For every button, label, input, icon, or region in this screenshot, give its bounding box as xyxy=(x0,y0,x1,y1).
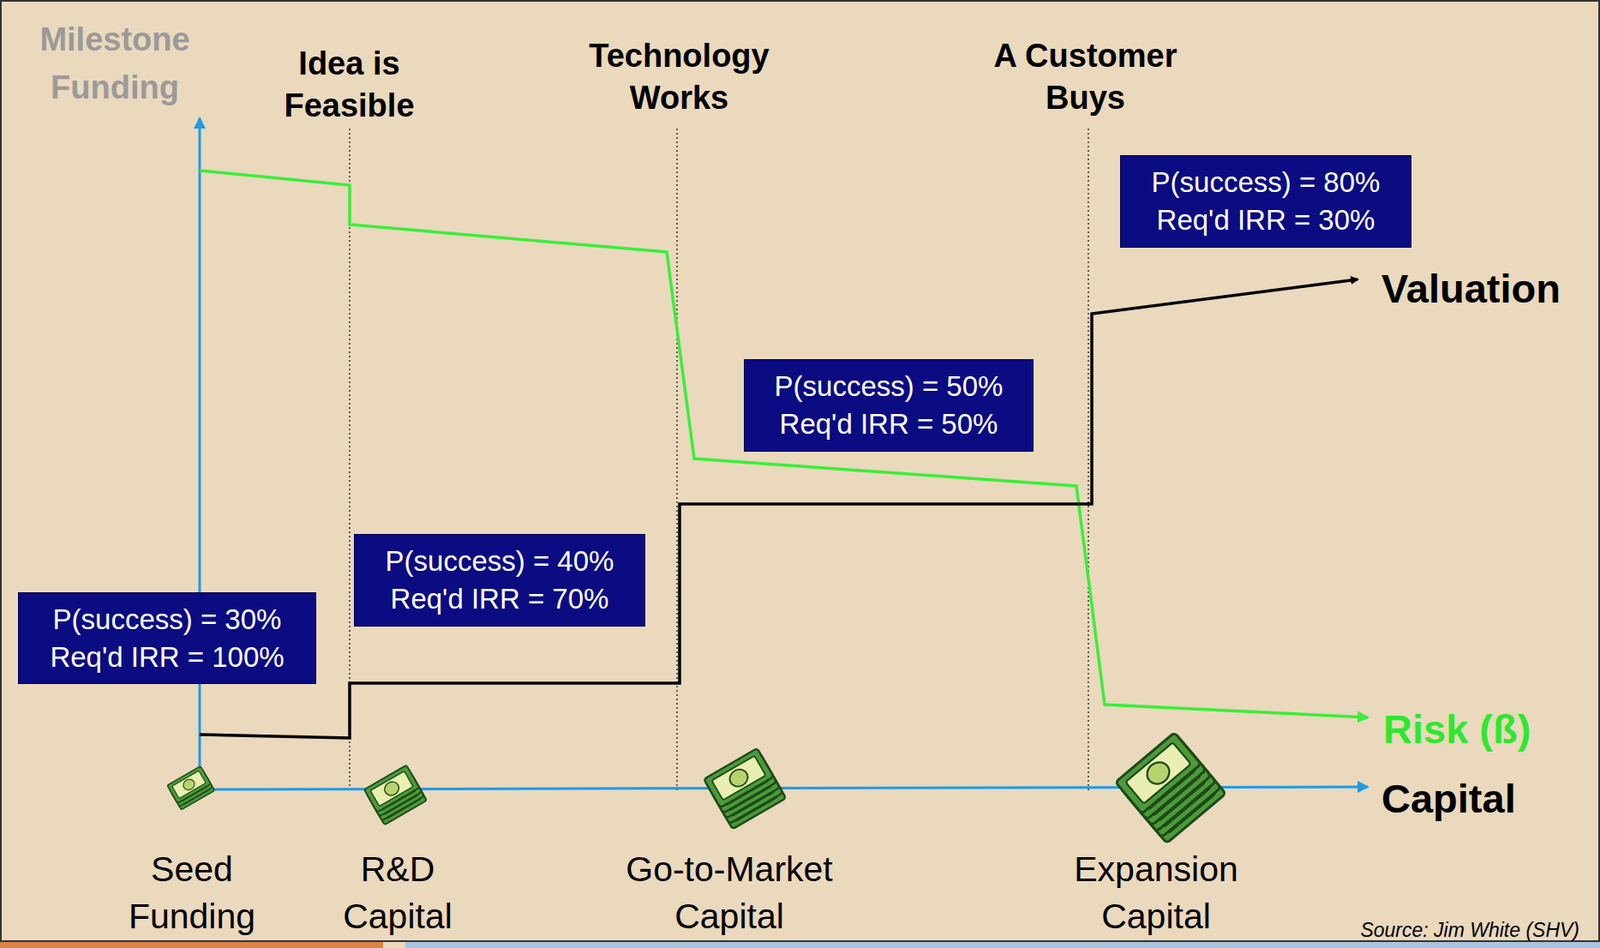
money-icon xyxy=(703,748,786,829)
risk-line xyxy=(199,170,1368,718)
irr-text: Req'd IRR = 50% xyxy=(760,405,1018,444)
valuation-line xyxy=(199,279,1358,738)
money-icon xyxy=(1115,732,1227,844)
stage-label: R&D Capital xyxy=(316,845,480,941)
footer-strip xyxy=(405,941,1600,948)
milestone-box: P(success) = 80%Req'd IRR = 30% xyxy=(1120,155,1412,248)
probability-text: P(success) = 30% xyxy=(34,600,300,639)
milestone-label: A Customer Buys xyxy=(967,35,1204,120)
irr-text: Req'd IRR = 30% xyxy=(1136,201,1396,240)
stage-label: Expansion Capital xyxy=(1048,845,1264,941)
milestone-label: Idea is Feasible xyxy=(252,42,446,127)
money-icon xyxy=(167,766,215,810)
series-label: Risk (ß) xyxy=(1383,703,1594,756)
y-axis xyxy=(198,118,202,792)
footer-strip xyxy=(0,941,384,948)
money-icon xyxy=(364,765,427,826)
series-label: Valuation xyxy=(1381,263,1592,315)
irr-text: Req'd IRR = 70% xyxy=(370,580,630,618)
stage-label: Go-to-Market Capital xyxy=(596,845,863,941)
probability-text: P(success) = 50% xyxy=(760,367,1018,406)
probability-text: P(success) = 80% xyxy=(1136,163,1396,202)
probability-text: P(success) = 40% xyxy=(370,542,630,581)
milestone-box: P(success) = 50%Req'd IRR = 50% xyxy=(743,359,1034,452)
irr-text: Req'd IRR = 100% xyxy=(34,638,300,677)
milestone-box: P(success) = 40%Req'd IRR = 70% xyxy=(353,533,646,627)
milestone-label: Technology Works xyxy=(561,35,798,120)
axis-title: Milestone Funding xyxy=(7,15,222,112)
stage-label: Seed Funding xyxy=(106,845,278,941)
source-note: Source: Jim White (SHV) xyxy=(1296,917,1580,942)
milestone-box: P(success) = 30%Req'd IRR = 100% xyxy=(17,592,317,684)
series-label: Capital xyxy=(1381,773,1592,825)
